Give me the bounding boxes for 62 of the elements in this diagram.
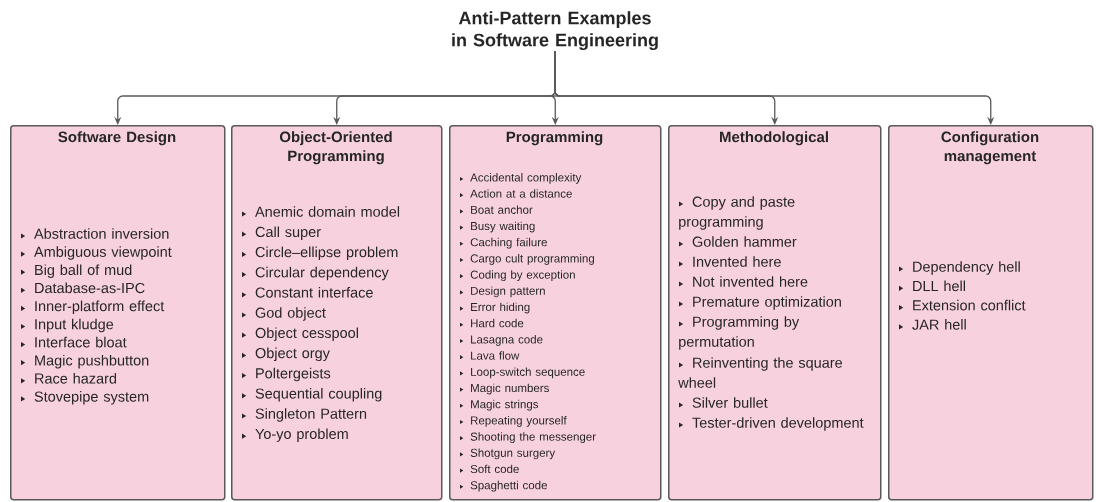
list-item: Anemic domain model	[242, 206, 400, 217]
list-item: Shooting the messenger	[460, 432, 596, 443]
list-item: Big ball of mud	[21, 264, 132, 278]
list-item: Circle–ellipse problem	[242, 246, 398, 261]
list-item: Coding by exception	[460, 270, 575, 281]
list-item: Soft code	[460, 464, 519, 474]
list-item: Dependency hell	[899, 261, 1020, 275]
list-item: Extension conflict	[899, 299, 1026, 311]
list-item: Reinventing the square wheel	[678, 357, 843, 388]
list-item: Repeating yourself	[460, 416, 567, 427]
column-heading: Configuration management	[941, 131, 1039, 165]
list-item: Action at a distance	[460, 189, 572, 198]
list-item: Invented here	[679, 256, 781, 267]
list-item: Accidental complexity	[460, 173, 582, 184]
list-item: Cargo cult programming	[460, 254, 594, 265]
list-item: Premature optimization	[679, 296, 841, 310]
list-item: Sequential coupling	[242, 388, 382, 402]
list-item: Magic pushbutton	[21, 354, 149, 369]
list-item: Programming by permutation	[679, 316, 800, 350]
list-item: Call super	[242, 226, 321, 240]
list-item: Hard code	[460, 318, 524, 328]
list-item: Database-as-IPC	[21, 282, 145, 294]
list-item: Silver bullet	[679, 397, 768, 408]
list-item: Constant interface	[242, 287, 373, 298]
list-item: Circular dependency	[242, 266, 389, 281]
list-item: Ambiguous viewpoint	[21, 246, 172, 260]
column-heading: Methodological	[720, 131, 828, 146]
list-item: Interface bloat	[21, 336, 127, 348]
list-item: Singleton Pattern	[242, 408, 367, 422]
list-item: Yo-yo problem	[242, 428, 348, 442]
list-item: Error hiding	[460, 302, 530, 314]
list-item: Shotgun surgery	[460, 448, 556, 460]
list-item: Copy and paste programming	[679, 196, 795, 230]
list-item: Busy waiting	[460, 221, 535, 233]
title-text: Anti-Pattern Examples in Software Engineering	[452, 11, 658, 51]
list-item: Loop-switch sequence	[460, 367, 585, 379]
list-item: Caching failure	[460, 237, 547, 249]
list-item: Abstraction inversion	[21, 228, 169, 239]
list-item: Lasagna code	[460, 335, 543, 346]
list-item: Spaghetti code	[460, 480, 547, 492]
list-item: Not invented here	[679, 276, 808, 287]
list-item: Design pattern	[460, 286, 545, 298]
list-item: Input kludge	[21, 318, 114, 333]
list-item: God object	[242, 307, 326, 321]
list-item: JAR hell	[899, 319, 966, 330]
column-heading: Programming	[506, 131, 603, 146]
list-item: Stovepipe system	[21, 391, 149, 405]
column-heading: Software Design	[58, 131, 176, 146]
list-item: Golden hammer	[679, 236, 797, 247]
arrow	[554, 50, 995, 125]
list-item: Lava flow	[460, 351, 520, 360]
list-item: Poltergeists	[242, 367, 331, 382]
list-item: Boat anchor	[460, 205, 533, 214]
list-item: Tester-driven development	[679, 417, 864, 431]
list-item: Object cesspool	[242, 327, 358, 341]
list-item: Magic numbers	[460, 383, 549, 395]
column-heading: Object-Oriented Programming	[279, 131, 392, 165]
list-item: DLL hell	[899, 280, 965, 292]
list-item: Inner-platform effect	[21, 300, 165, 315]
list-item: Magic strings	[460, 399, 539, 411]
list-item: Race hazard	[21, 373, 117, 384]
list-item: Object orgy	[242, 347, 330, 362]
